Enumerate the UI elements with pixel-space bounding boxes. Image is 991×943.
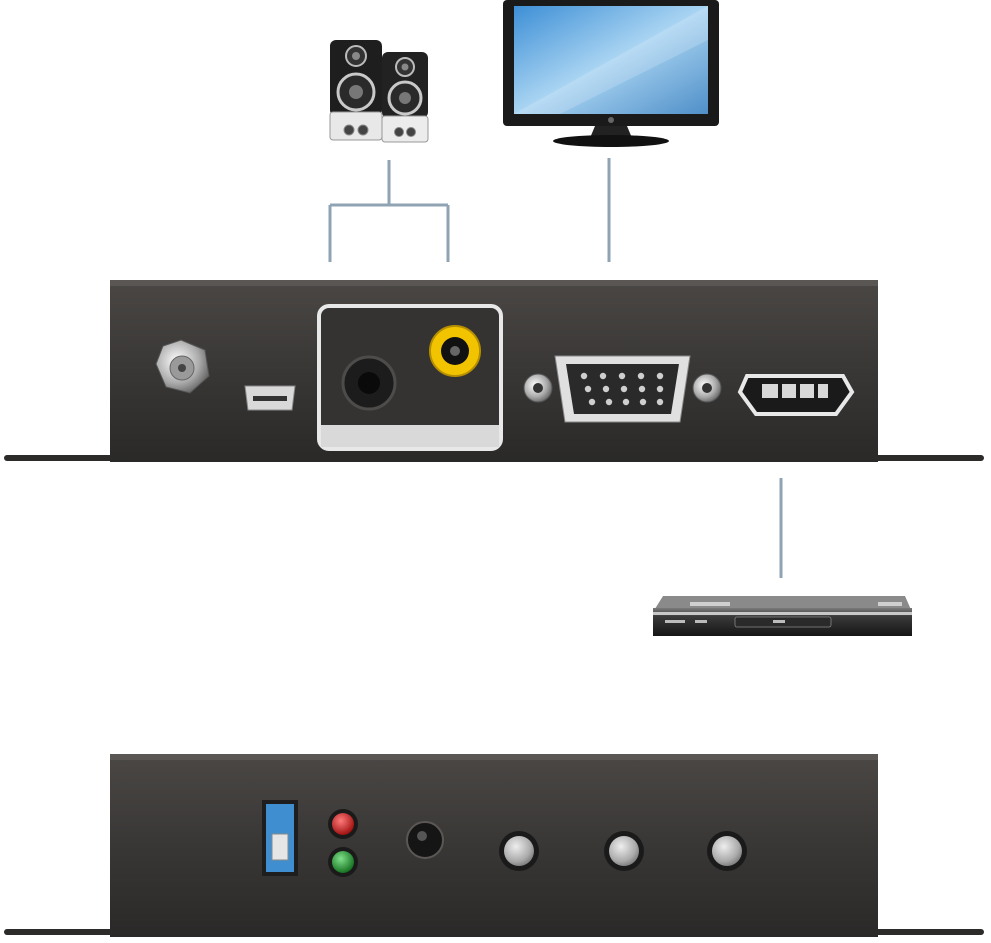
vga-pin <box>622 398 630 406</box>
vga-pin <box>620 385 628 393</box>
mini-usb-port-icon <box>244 385 296 411</box>
power-jack-icon <box>155 339 210 394</box>
button-1[interactable] <box>499 831 539 871</box>
set-top-box-icon <box>653 596 912 636</box>
vga-pin <box>599 372 607 380</box>
audio-connection-line <box>328 160 450 262</box>
speakers-icon <box>329 40 429 143</box>
vga-pin <box>637 372 645 380</box>
connection-lines <box>328 158 783 578</box>
rear-panel <box>4 280 984 462</box>
vga-pin <box>584 385 592 393</box>
hdmi-port-icon <box>737 374 855 416</box>
ir-sensor-icon <box>406 821 444 859</box>
monitor-icon <box>503 0 719 147</box>
vga-port-icon <box>523 355 722 423</box>
vga-pin <box>602 385 610 393</box>
vga-pin <box>639 398 647 406</box>
button-3[interactable] <box>707 831 747 871</box>
audio-jack-icon <box>341 355 397 411</box>
vga-pin <box>656 385 664 393</box>
front-panel-body <box>110 754 878 937</box>
led-green-icon <box>328 847 358 877</box>
vga-pin <box>656 372 664 380</box>
vga-pin <box>638 385 646 393</box>
vga-pin <box>618 372 626 380</box>
button-2[interactable] <box>604 831 644 871</box>
vga-pin <box>588 398 596 406</box>
rca-video-jack-icon <box>429 325 481 377</box>
vga-pin <box>580 372 588 380</box>
vga-pin <box>656 398 664 406</box>
vga-pin <box>605 398 613 406</box>
audio-video-port-group <box>317 304 503 451</box>
front-panel <box>4 754 984 937</box>
dip-switch-icon <box>262 800 298 876</box>
led-red-icon <box>328 809 358 839</box>
